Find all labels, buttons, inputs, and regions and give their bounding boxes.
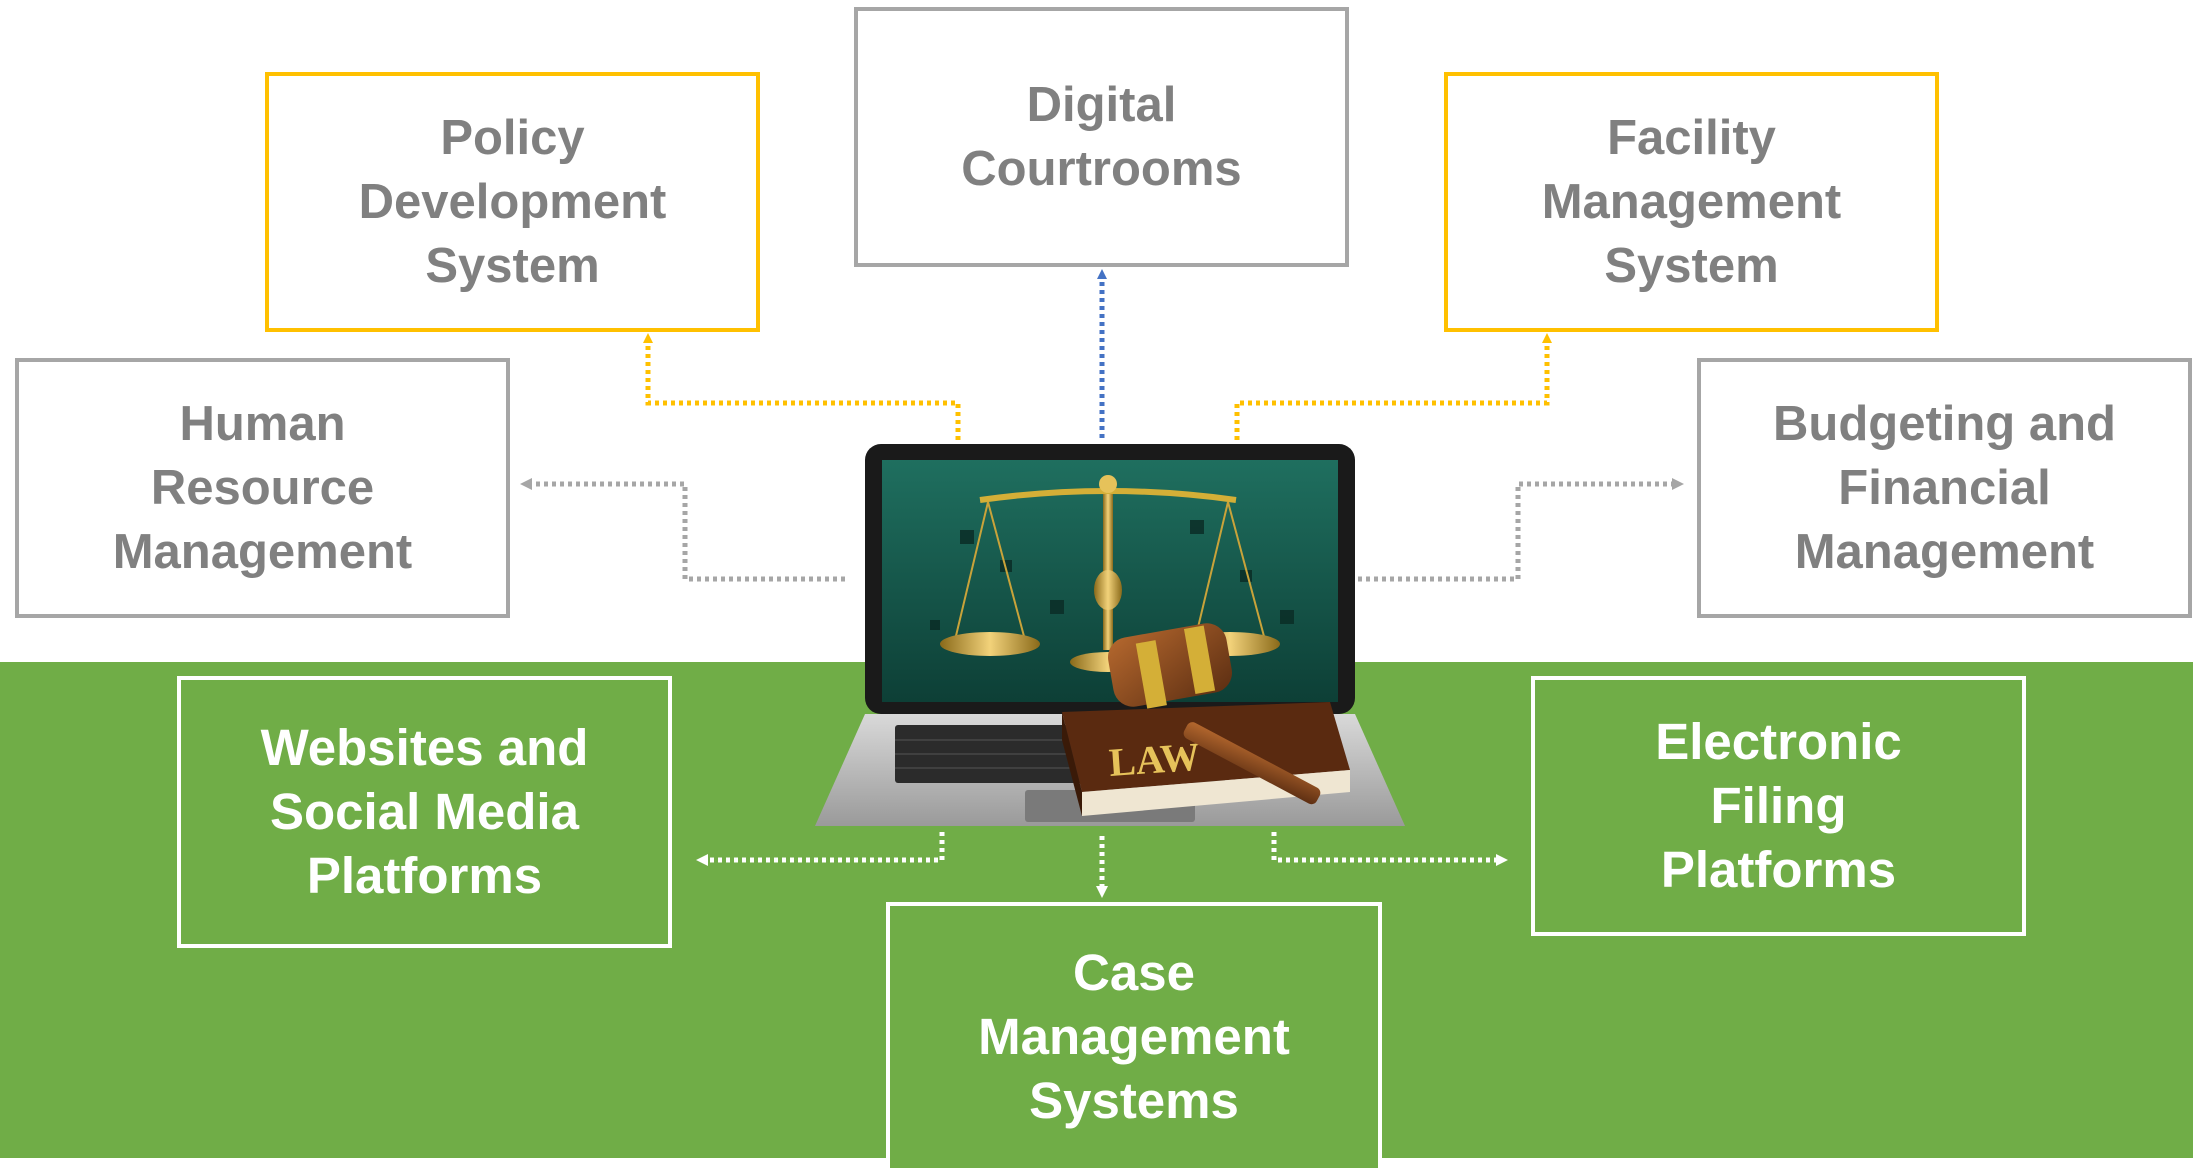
arrow-to-websites	[696, 832, 945, 866]
node-human-resource-management: Human Resource Management	[15, 358, 510, 618]
node-digital-courtrooms: Digital Courtrooms	[854, 7, 1349, 267]
node-budgeting-financial-management: Budgeting and Financial Management	[1697, 358, 2192, 618]
node-facility-management-system: Facility Management System	[1444, 72, 1939, 332]
gavel-icon	[1108, 623, 1321, 805]
laptop-law-illustration: LAW	[815, 444, 1405, 826]
node-policy-development-system: Policy Development System	[265, 72, 760, 332]
arrow-to-human-resource	[520, 478, 845, 582]
arrow-to-budgeting	[1358, 478, 1684, 582]
node-websites-social-media: Websites and Social Media Platforms	[177, 676, 672, 948]
arrow-to-facility-management	[1234, 333, 1552, 440]
arrow-to-policy-development	[643, 333, 961, 440]
node-electronic-filing: Electronic Filing Platforms	[1531, 676, 2026, 936]
arrow-to-electronic-filing	[1271, 832, 1508, 866]
book-label: LAW	[1107, 734, 1201, 785]
node-case-management: Case Management Systems	[886, 902, 1382, 1172]
